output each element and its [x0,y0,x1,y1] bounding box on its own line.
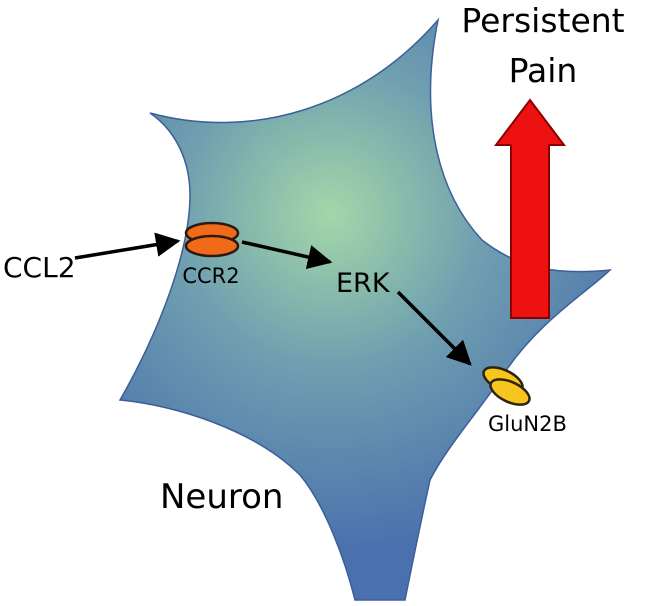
ccl2-to-ccr2-arrow [74,232,181,260]
ccr2-receptor [184,221,240,258]
neuron-label: Neuron [160,477,283,517]
erk-to-glun2b-arrow [396,290,472,366]
persistent-pain-label-line1: Persistent [461,1,624,40]
glun2b-receptor [482,366,531,406]
neuron-cell-body [118,17,613,601]
ccl2-label: CCL2 [3,251,76,284]
erk-label: ERK [336,268,391,299]
ccr2-to-erk-arrow [241,240,333,270]
ccr2-label: CCR2 [182,264,239,288]
persistent-pain-label-line2: Pain [509,51,578,90]
glun2b-label: GluN2B [488,412,567,436]
persistent-pain-arrow [493,98,567,319]
